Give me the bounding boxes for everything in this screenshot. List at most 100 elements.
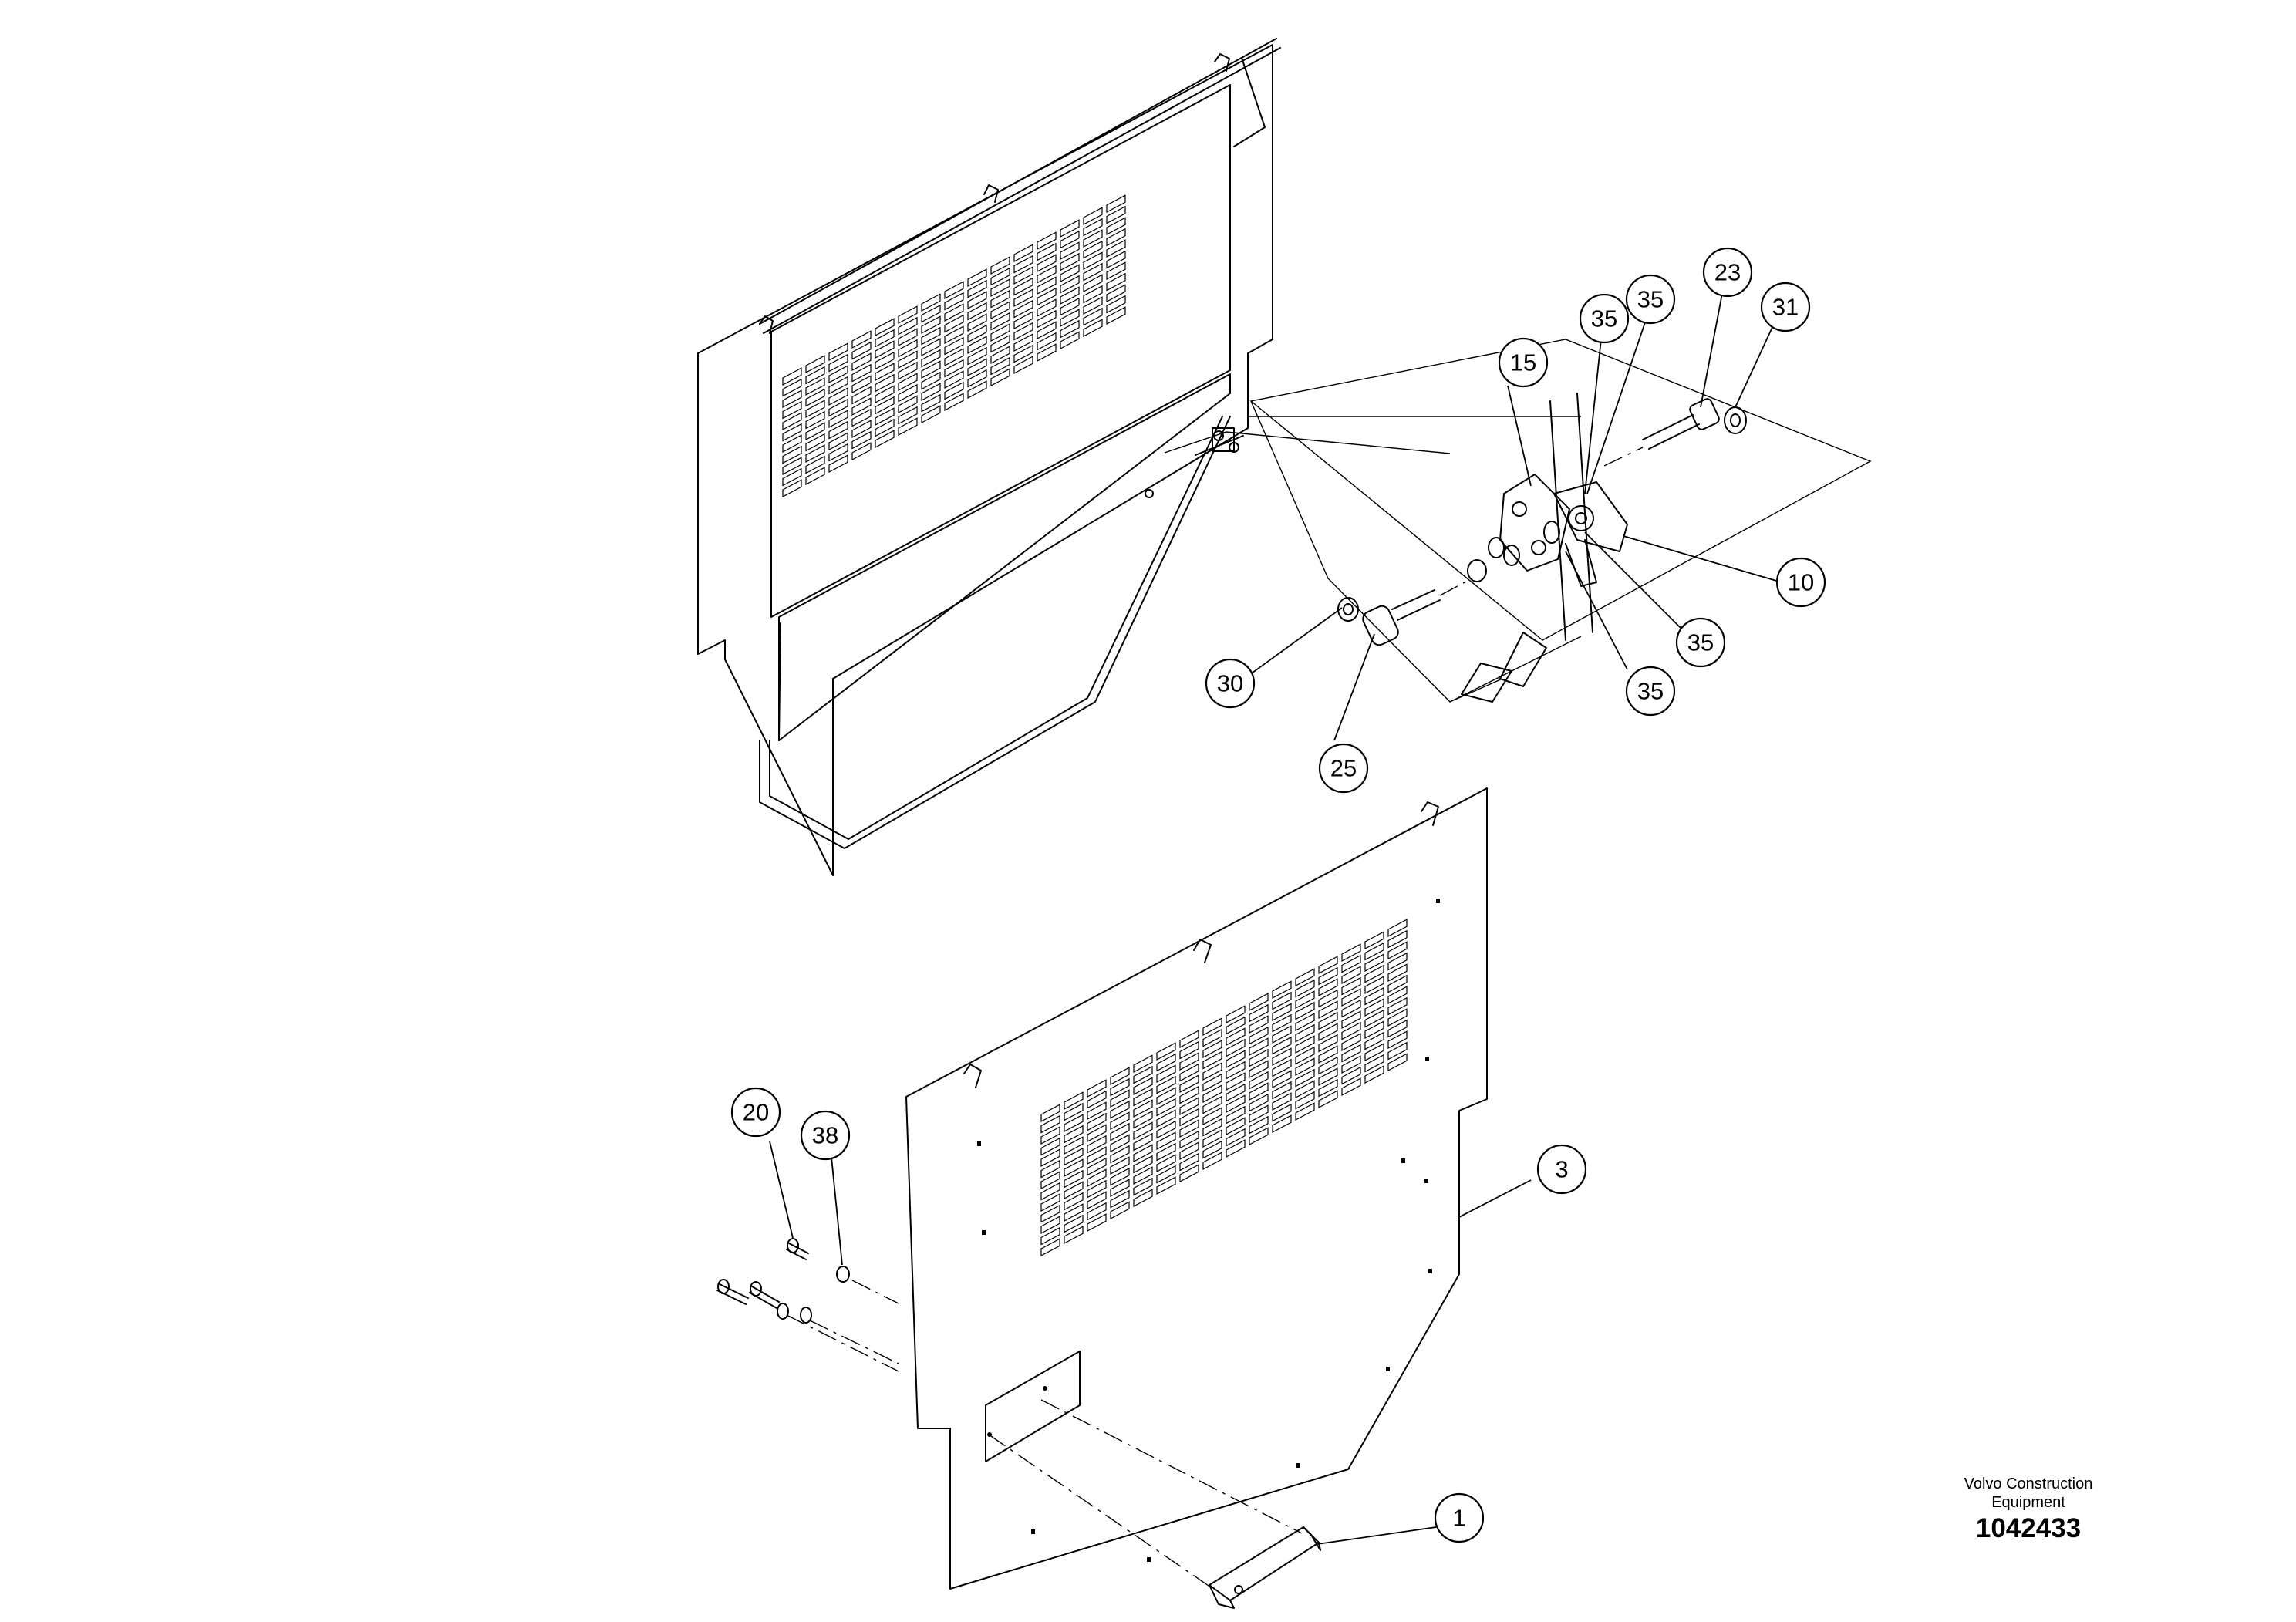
grille-slot [1202,1050,1222,1070]
grille-slot [875,318,895,336]
grille-slot [1249,1026,1269,1045]
grille-slot [1110,1077,1130,1097]
callout-23: 23 [1702,247,1753,298]
grille-slot [1133,1166,1153,1185]
grille-slot [967,302,987,321]
grille-slot [967,279,987,298]
grille-slot [1272,1013,1292,1033]
grille-slot [1087,1090,1107,1109]
grille-slot [1156,1154,1176,1172]
grille-slot [1040,1204,1060,1223]
grille-slot [1083,319,1103,337]
grille-slot [1295,1091,1315,1110]
grille-slot [1133,1189,1153,1207]
grille-slot [1226,1072,1246,1091]
grille-slot [875,418,895,437]
grille-slot [851,420,872,438]
grille-slot [898,395,918,413]
grille-slot [1226,1027,1246,1046]
grille-slot [1083,296,1103,315]
grille-slot [1106,205,1126,224]
callout-35-b: 35 [1625,274,1676,325]
grille-slot [1272,1036,1292,1055]
grille-slot [990,346,1010,364]
grille-slot [1249,1060,1269,1078]
grille-slot [1202,1040,1222,1058]
grille-slot [967,336,987,354]
grille-slot [1133,1132,1153,1152]
grille-slot [1202,1084,1222,1103]
grille-slot [1295,1068,1315,1088]
grille-slot [1156,1053,1176,1072]
grille-slot [1202,1062,1222,1081]
grille-slot [1037,265,1057,284]
grille-slot [1364,931,1384,949]
grille-slot [921,349,941,368]
grille-slot [1156,1120,1176,1139]
grille-slot [851,341,872,360]
grille-slot [1202,1028,1222,1047]
grille-slot [1013,277,1033,296]
grille-slot [1226,1094,1246,1113]
grille-slot [1037,231,1057,250]
grille-slot [828,342,848,361]
grille-slot [1110,1156,1130,1175]
grille-slot [1341,988,1361,1007]
grille-slot [1110,1167,1130,1186]
grille-slot [921,326,941,346]
grille-slot [1272,1081,1292,1100]
hinge-detail-view [1249,339,1872,703]
grille-slot [1037,254,1057,272]
svg-text:31: 31 [1772,294,1799,321]
grille-slot [1272,1047,1292,1066]
grille-slot [1106,239,1126,258]
grille-slot [1064,1203,1084,1222]
grille-slot [1387,1030,1408,1049]
grille-slot [1133,1077,1153,1095]
grille-slot [1249,1127,1269,1145]
grille-slot [1064,1181,1084,1199]
grille-slot [898,328,918,346]
grille-slot [1202,1073,1222,1092]
grille-slot [1106,295,1126,314]
grille-slot [1087,1101,1107,1120]
grille-slot [1133,1099,1153,1118]
grille-slot [875,396,895,415]
grille-slot [1387,963,1408,982]
callout-25: 25 [1318,743,1369,794]
grille-slot [851,375,872,393]
grille-slot [898,417,918,436]
grille-slot [1133,1155,1153,1174]
grille-slot [1387,974,1408,993]
grille-slot [1040,1104,1060,1122]
grille-slot [967,313,987,332]
grille-slot [898,361,918,380]
grille-slot [1341,1033,1361,1051]
grille-slot [1318,1067,1338,1086]
grille-slot [944,348,964,366]
callout-31: 31 [1760,282,1811,332]
grille-slot [805,467,825,485]
grille-slot [1364,998,1384,1017]
grille-slot [1060,331,1080,349]
grille-slot [1179,1119,1199,1138]
grille-slot [828,443,848,462]
grille-slot [1179,1052,1199,1071]
grille-slot [1060,230,1080,249]
handle-part [1209,1526,1321,1609]
grille-slot [1318,956,1338,974]
grille-slot [1083,218,1103,237]
grille-slot [1133,1065,1153,1084]
grille-slot [851,430,872,450]
grille-slot [851,363,872,383]
grille-slot [1318,978,1338,996]
grille-slot [1087,1191,1107,1209]
grille-slot [1106,261,1126,280]
grille-slot [1272,1114,1292,1133]
grille-slot [1341,1055,1361,1074]
svg-text:38: 38 [812,1122,838,1149]
grille-slot [944,381,964,400]
grille-slot [875,385,895,403]
grille-slot [921,315,941,334]
